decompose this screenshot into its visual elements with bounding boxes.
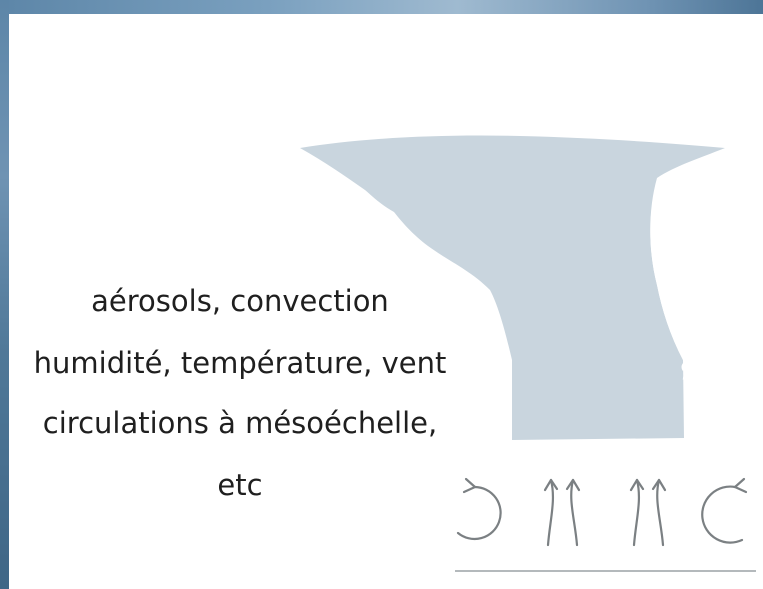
factor-line-aerosols: aérosols, convection [0, 284, 480, 318]
right-rotor-arrow-icon [702, 487, 742, 543]
updraft-arrow-2-icon [571, 480, 577, 545]
updraft-arrow-3-icon [634, 480, 639, 545]
factor-line-circulations: circulations à mésoéchelle, [0, 406, 480, 440]
updraft-arrow-4-icon [657, 480, 663, 545]
left-swirl-icon [373, 209, 392, 223]
updraft-arrow-1-icon [548, 480, 553, 545]
factor-line-etc: etc [0, 468, 480, 502]
right-rotor-arrowhead-icon [735, 479, 746, 492]
circulation-arrows [458, 479, 746, 545]
right-swirl-icon [683, 362, 696, 378]
factor-line-humidity: humidité, température, vent [0, 346, 480, 380]
